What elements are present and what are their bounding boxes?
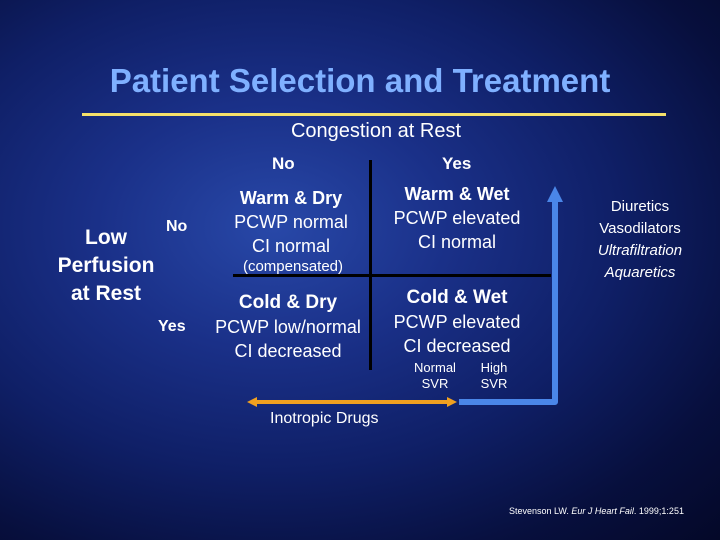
normal-svr-line-2: SVR	[421, 376, 449, 391]
slide-title: Patient Selection and Treatment	[109, 62, 611, 99]
high-svr-line-1: High	[480, 360, 508, 375]
wet-treatment-list: Diuretics Vasodilators Ultrafiltration A…	[580, 196, 700, 284]
perfusion-line-1: Low	[85, 226, 127, 249]
cold-dry-pcwp: PCWP low/normal	[215, 317, 361, 337]
warm-wet-heading: Warm & Wet	[404, 184, 510, 204]
grid-horizontal-divider	[233, 274, 551, 277]
perfusion-no-label: No	[166, 218, 188, 235]
congestion-yes-label: Yes	[442, 154, 472, 173]
warm-dry-heading: Warm & Dry	[239, 188, 343, 208]
treatment-aquaretics: Aquaretics	[604, 264, 676, 281]
citation-rest: . 1999;1:251	[633, 506, 684, 516]
treatment-diuretics: Diuretics	[610, 198, 670, 215]
perfusion-header: Low Perfusion at Rest	[50, 224, 162, 308]
title-underline	[82, 113, 666, 116]
high-svr-line-2: SVR	[480, 376, 508, 391]
quadrant-warm-wet: Warm & Wet PCWP elevated CI normal	[382, 182, 532, 254]
warm-wet-ci: CI normal	[417, 232, 497, 252]
congestion-no-label: No	[272, 154, 295, 173]
cold-wet-ci: CI decreased	[403, 336, 511, 356]
quadrant-warm-dry: Warm & Dry PCWP normal CI normal	[216, 186, 366, 258]
cold-dry-heading: Cold & Dry	[238, 292, 338, 313]
quadrant-cold-wet: Cold & Wet PCWP elevated CI decreased	[382, 286, 532, 358]
citation-journal: Eur J Heart Fail	[571, 506, 634, 516]
inotropic-drugs-label: Inotropic Drugs	[270, 410, 379, 427]
warm-dry-ci: CI normal	[251, 236, 331, 256]
treatment-arrow	[459, 186, 563, 405]
cold-dry-ci: CI decreased	[234, 341, 342, 361]
normal-svr-label: Normal SVR	[408, 360, 462, 392]
normal-svr-line-1: Normal	[414, 360, 456, 375]
warm-wet-pcwp: PCWP elevated	[393, 208, 521, 228]
grid-vertical-divider	[369, 160, 372, 370]
perfusion-line-2: Perfusion	[57, 254, 155, 277]
treatment-ultrafiltration: Ultrafiltration	[597, 242, 683, 259]
citation-author: Stevenson LW.	[509, 506, 572, 516]
warm-dry-pcwp: PCWP normal	[234, 212, 348, 232]
cold-wet-pcwp: PCWP elevated	[393, 312, 521, 332]
warm-dry-note: (compensated)	[242, 258, 344, 275]
cold-wet-heading: Cold & Wet	[406, 287, 508, 308]
congestion-header: Congestion at Rest	[290, 120, 462, 142]
citation: Stevenson LW. Eur J Heart Fail. 1999;1:2…	[509, 506, 684, 516]
perfusion-line-3: at Rest	[70, 282, 142, 305]
high-svr-label: High SVR	[470, 360, 518, 392]
treatment-vasodilators: Vasodilators	[599, 220, 681, 237]
quadrant-cold-dry: Cold & Dry PCWP low/normal CI decreased	[198, 291, 378, 363]
perfusion-yes-label: Yes	[158, 318, 186, 335]
